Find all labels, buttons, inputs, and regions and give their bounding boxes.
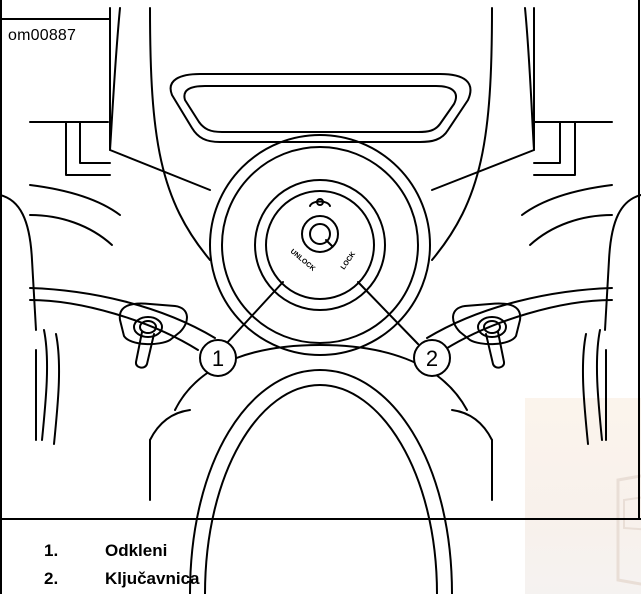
legend-number: 2. (44, 569, 59, 588)
figure-id-label: om00887 (6, 26, 79, 46)
callout-2: 2 (413, 339, 451, 377)
lock-position-label: LOCK (340, 251, 357, 271)
legend-number: 1. (44, 541, 59, 560)
frame-left-rule (0, 0, 2, 594)
unlock-position-label: UNLOCK (289, 248, 316, 273)
callout-1-number: 1 (212, 346, 224, 371)
callout-2-number: 2 (426, 346, 438, 371)
legend-item: 1. Odkleni (0, 540, 641, 562)
legend-text: Odkleni (105, 541, 168, 560)
watermark-background (525, 398, 641, 594)
legend-item: 2. Ključavnica (0, 568, 641, 590)
frame-bottom-rule (0, 518, 641, 520)
frame-top-rule (0, 18, 110, 20)
legend-text: Ključavnica (105, 569, 200, 588)
frame-right-rule (638, 0, 640, 520)
callout-1: 1 (199, 339, 237, 377)
